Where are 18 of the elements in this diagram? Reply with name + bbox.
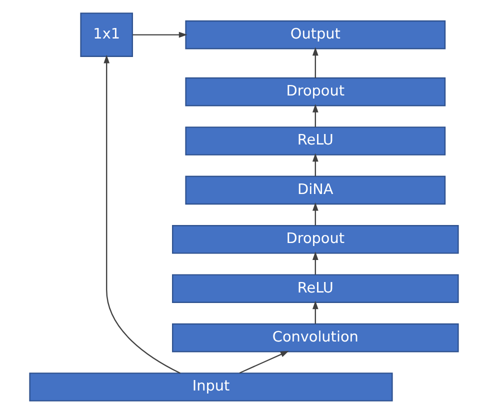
arrow <box>239 350 289 374</box>
node-box: Output <box>185 20 446 50</box>
arrow <box>312 153 318 176</box>
node-box: Dropout <box>172 225 459 254</box>
node-box: Dropout <box>185 77 446 106</box>
node-box: DiNA <box>185 176 446 205</box>
node-box: 1x1 <box>80 12 133 57</box>
arrow <box>312 300 318 324</box>
arrow <box>312 202 318 226</box>
arrow <box>104 54 181 374</box>
node-box: ReLU <box>185 126 446 156</box>
node-box: Input <box>29 372 393 402</box>
arrow <box>312 104 318 127</box>
node-box: ReLU <box>172 274 459 303</box>
arrow <box>312 47 318 78</box>
arrow <box>132 32 188 38</box>
arrow <box>312 252 318 275</box>
node-box: Convolution <box>172 323 459 352</box>
